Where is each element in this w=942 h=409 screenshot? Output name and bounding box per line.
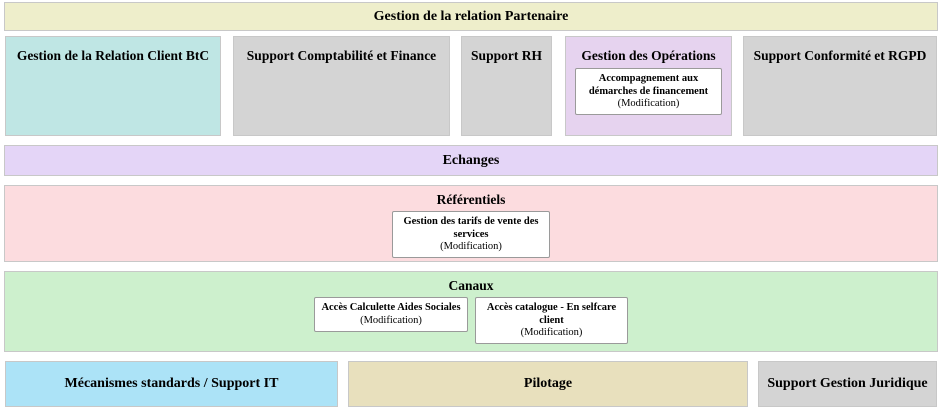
band-card-list: Accès Calculette Aides Sociales (Modific… xyxy=(314,297,628,344)
domain-gestion-relation-client-btc[interactable]: Gestion de la Relation Client BtC xyxy=(5,36,221,136)
header-banner[interactable]: Gestion de la relation Partenaire xyxy=(4,2,938,31)
domain-label: Gestion des Opérations xyxy=(581,48,716,63)
footer-label: Mécanismes standards / Support IT xyxy=(64,376,279,392)
capability-card-status: (Modification) xyxy=(520,326,583,338)
capability-card-title: Accès Calculette Aides Sociales xyxy=(321,302,461,314)
domain-support-rh[interactable]: Support RH xyxy=(461,36,552,136)
domain-support-conformite-rgpd[interactable]: Support Conformité et RGPD xyxy=(743,36,937,136)
band-referentiels[interactable]: Référentiels Gestion des tarifs de vente… xyxy=(4,185,938,262)
capability-card-status: (Modification) xyxy=(440,240,502,252)
capability-card[interactable]: Accompagnement aux démarches de financem… xyxy=(575,68,722,115)
domain-support-comptabilite-finance[interactable]: Support Comptabilité et Finance xyxy=(233,36,450,136)
domain-label: Support Comptabilité et Finance xyxy=(246,48,437,63)
band-card-list: Gestion des tarifs de vente des services… xyxy=(392,211,550,258)
capability-card-status: (Modification) xyxy=(360,314,422,326)
band-label: Echanges xyxy=(442,152,500,168)
capability-card-title: Accompagnement aux démarches de financem… xyxy=(588,73,709,97)
band-label: Référentiels xyxy=(436,192,506,207)
footer-mecanismes-standards-support-it[interactable]: Mécanismes standards / Support IT xyxy=(5,361,338,407)
capability-card[interactable]: Accès catalogue - En selfcare client (Mo… xyxy=(475,297,628,344)
band-label: Canaux xyxy=(448,278,494,293)
capability-card[interactable]: Accès Calculette Aides Sociales (Modific… xyxy=(314,297,468,332)
domain-label: Support Conformité et RGPD xyxy=(753,48,927,63)
capability-card[interactable]: Gestion des tarifs de vente des services… xyxy=(392,211,550,258)
footer-support-gestion-juridique[interactable]: Support Gestion Juridique xyxy=(758,361,937,407)
domain-gestion-des-operations[interactable]: Gestion des Opérations Accompagnement au… xyxy=(565,36,732,136)
footer-label: Pilotage xyxy=(523,376,573,392)
band-canaux[interactable]: Canaux Accès Calculette Aides Sociales (… xyxy=(4,271,938,352)
header-banner-label: Gestion de la relation Partenaire xyxy=(373,8,569,24)
capability-card-title: Gestion des tarifs de vente des services xyxy=(403,216,539,240)
band-echanges[interactable]: Echanges xyxy=(4,145,938,176)
footer-label: Support Gestion Juridique xyxy=(767,376,928,392)
domain-label: Support RH xyxy=(471,48,542,63)
footer-pilotage[interactable]: Pilotage xyxy=(348,361,748,407)
capability-card-title: Accès catalogue - En selfcare client xyxy=(486,302,617,326)
domain-card-list: Accompagnement aux démarches de financem… xyxy=(575,68,722,115)
domain-label: Gestion de la Relation Client BtC xyxy=(16,48,210,63)
capability-card-status: (Modification) xyxy=(617,97,680,109)
